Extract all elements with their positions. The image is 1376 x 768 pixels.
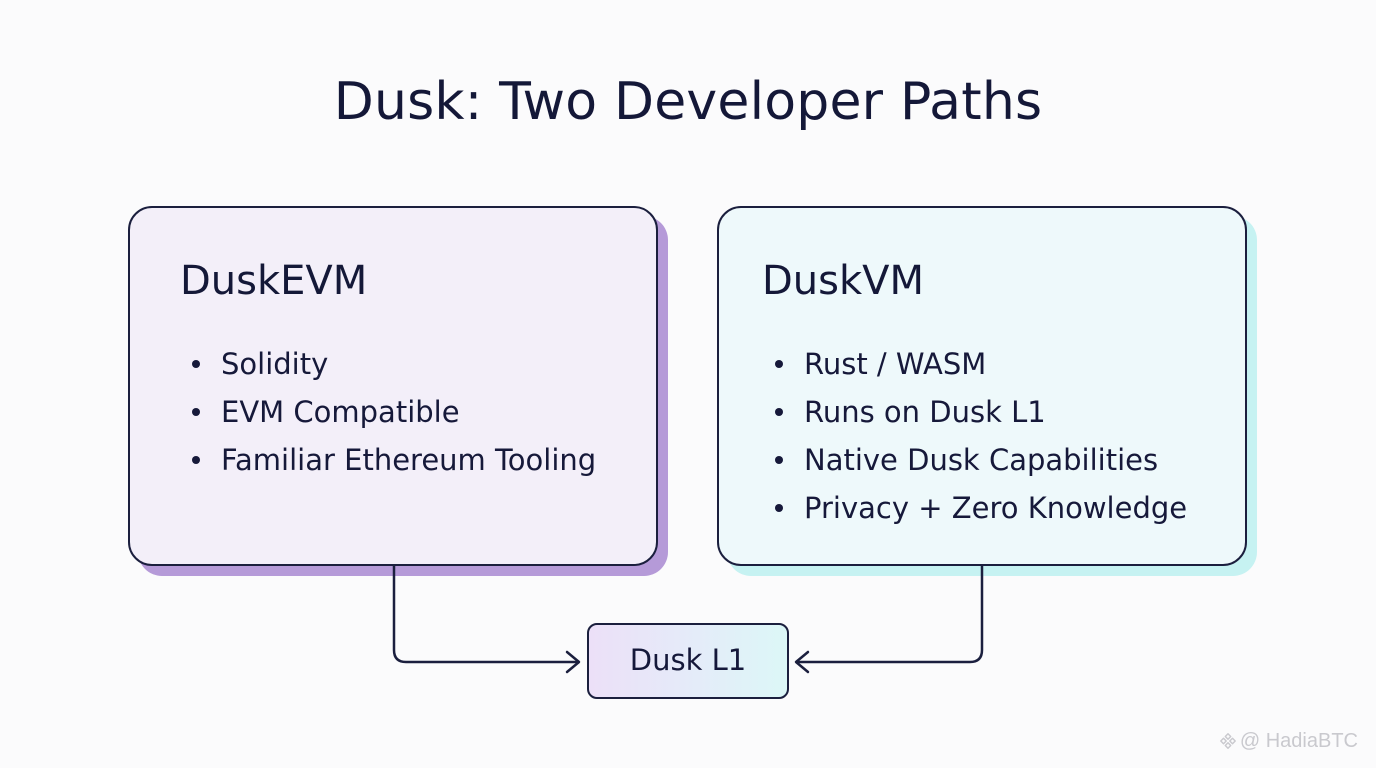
- page-title: Dusk: Two Developer Paths: [333, 72, 1043, 132]
- watermark-text: @ HadiaBTC: [1239, 730, 1358, 752]
- duskvm-card-title: DuskVM: [762, 258, 925, 304]
- list-item: Native Dusk Capabilities: [773, 436, 1187, 484]
- list-item-label: Runs on Dusk L1: [804, 395, 1046, 429]
- duskvm-to-dusk-l1-arrow: [797, 566, 984, 664]
- list-item: Rust / WASM: [773, 340, 1187, 388]
- list-item-label: Native Dusk Capabilities: [804, 443, 1159, 477]
- bullet-icon: [775, 408, 783, 416]
- bullet-icon: [192, 456, 200, 464]
- bullet-icon: [192, 408, 200, 416]
- arrowhead-right-icon: [565, 650, 581, 674]
- dusk-l1-node: Dusk L1: [587, 623, 789, 699]
- list-item: Solidity: [190, 340, 596, 388]
- list-item-label: Rust / WASM: [804, 347, 987, 381]
- bullet-icon: [192, 360, 200, 368]
- duskvm-card: DuskVM Rust / WASM Runs on Dusk L1 Nativ…: [717, 206, 1247, 566]
- list-item-label: EVM Compatible: [221, 395, 460, 429]
- dusk-l1-label: Dusk L1: [629, 643, 747, 677]
- duskevm-to-dusk-l1-arrow: [392, 566, 578, 664]
- list-item-label: Solidity: [221, 347, 329, 381]
- bullet-icon: [775, 504, 783, 512]
- bullet-icon: [775, 360, 783, 368]
- bullet-icon: [775, 456, 783, 464]
- list-item: EVM Compatible: [190, 388, 596, 436]
- list-item: Runs on Dusk L1: [773, 388, 1187, 436]
- duskevm-feature-list: Solidity EVM Compatible Familiar Ethereu…: [190, 340, 596, 484]
- list-item-label: Privacy + Zero Knowledge: [804, 491, 1188, 525]
- list-item: Privacy + Zero Knowledge: [773, 484, 1187, 532]
- duskvm-feature-list: Rust / WASM Runs on Dusk L1 Native Dusk …: [773, 340, 1187, 532]
- duskevm-card: DuskEVM Solidity EVM Compatible Familiar…: [128, 206, 658, 566]
- binance-logo-icon: [1219, 733, 1236, 749]
- arrowhead-left-icon: [794, 650, 810, 674]
- watermark: @ HadiaBTC: [1219, 730, 1358, 753]
- duskevm-card-title: DuskEVM: [180, 258, 368, 304]
- list-item-label: Familiar Ethereum Tooling: [221, 443, 597, 477]
- list-item: Familiar Ethereum Tooling: [190, 436, 596, 484]
